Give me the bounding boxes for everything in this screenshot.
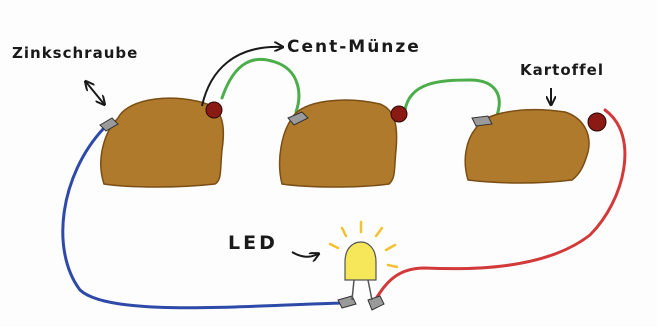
coin-3 bbox=[587, 112, 607, 132]
led-icon bbox=[344, 241, 377, 301]
led-label: LED bbox=[228, 232, 278, 254]
arrow-icon bbox=[86, 82, 104, 104]
arrow-icon bbox=[291, 251, 318, 257]
clip-icon bbox=[99, 117, 119, 132]
potato-1 bbox=[100, 97, 225, 188]
red-wire bbox=[373, 108, 627, 302]
clip-icon bbox=[337, 295, 357, 309]
blue-wire bbox=[61, 126, 347, 310]
coin-1 bbox=[205, 101, 223, 119]
green-wire-2 bbox=[403, 78, 501, 120]
potato-3 bbox=[464, 109, 590, 184]
zinc-screw-label: Zinkschraube bbox=[12, 44, 139, 62]
light-rays-icon bbox=[328, 220, 399, 269]
green-wire-1 bbox=[220, 57, 301, 114]
clip-icon bbox=[287, 111, 309, 126]
cent-coin-label: Cent-Münze bbox=[287, 37, 421, 57]
coin-2 bbox=[390, 105, 408, 123]
clip-icon bbox=[471, 115, 493, 127]
potato-label: Kartoffel bbox=[520, 61, 604, 79]
potato-2 bbox=[278, 99, 398, 188]
arrow-icon bbox=[201, 47, 282, 107]
clip-icon bbox=[367, 295, 385, 311]
